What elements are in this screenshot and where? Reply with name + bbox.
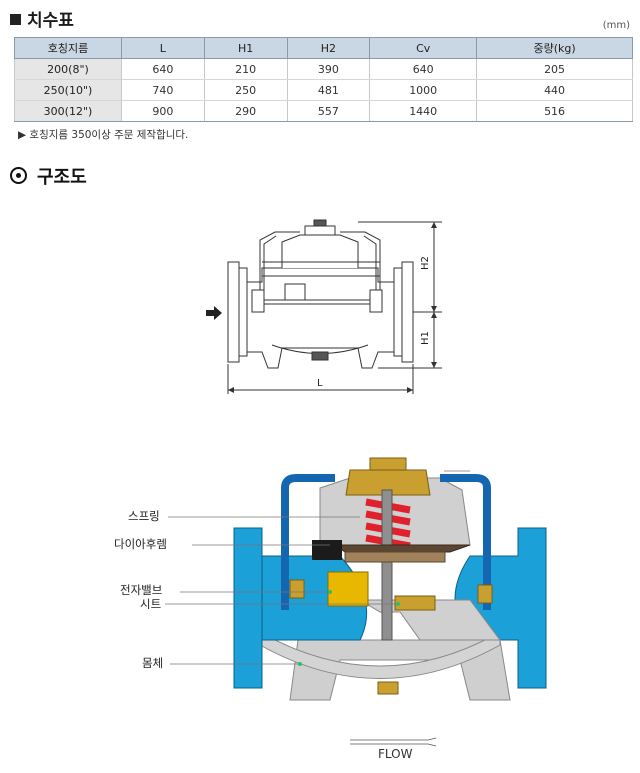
square-bullet-icon xyxy=(10,14,21,25)
table-cell: 1440 xyxy=(369,100,478,122)
table-row: 250(10") 740 250 481 1000 440 xyxy=(14,79,633,101)
table-cell: 640 xyxy=(121,58,205,80)
dimension-title-text: 치수표 xyxy=(27,11,74,31)
solenoid-valve xyxy=(327,571,369,607)
seat xyxy=(394,595,436,611)
table-row: 300(12") 900 290 557 1440 516 xyxy=(14,100,633,122)
col-header: 호칭지름 xyxy=(14,37,122,59)
callout-solenoid: 전자밸브 xyxy=(120,583,162,597)
table-cell: 200(8") xyxy=(14,58,122,80)
table-cell: 390 xyxy=(286,58,371,80)
table-cell: 557 xyxy=(286,100,371,122)
col-header: 중량(kg) xyxy=(476,37,633,59)
h2-label: H2 xyxy=(420,256,431,270)
table-cell: 290 xyxy=(203,100,288,122)
table-cell: 300(12") xyxy=(14,100,122,122)
structure-section-title: 구조도 xyxy=(10,163,87,189)
h1-label: H1 xyxy=(420,331,431,345)
order-note: ▶ 호칭지름 350이상 주문 제작합니다. xyxy=(18,129,189,141)
callout-seat: 시트 xyxy=(140,597,161,611)
circle-bullet-icon xyxy=(10,167,27,184)
unit-label: (mm) xyxy=(602,20,630,31)
col-header: Cv xyxy=(369,37,478,59)
structure-title-text: 구조도 xyxy=(37,167,87,188)
length-label: L xyxy=(317,378,323,389)
dimension-table: 호칭지름 L H1 H2 Cv 중량(kg) 200(8") 640 210 3… xyxy=(14,37,633,122)
col-header: H2 xyxy=(286,37,371,59)
callout-spring: 스프링 xyxy=(128,509,160,523)
table-cell: 1000 xyxy=(369,79,478,101)
flow-label: FLOW xyxy=(378,747,413,761)
table-cell: 250(10") xyxy=(14,79,122,101)
solenoid-coil xyxy=(312,540,342,560)
col-header: H1 xyxy=(203,37,288,59)
table-cell: 440 xyxy=(476,79,633,101)
diaphragm xyxy=(333,544,471,553)
dimension-section-title: 치수표 xyxy=(10,6,74,31)
col-header: L xyxy=(121,37,205,59)
table-cell: 516 xyxy=(476,100,633,122)
flow-arrow-icon xyxy=(206,306,222,320)
table-row: 200(8") 640 210 390 640 205 xyxy=(14,58,633,80)
table-header-row: 호칭지름 L H1 H2 Cv 중량(kg) xyxy=(14,37,633,59)
table-cell: 740 xyxy=(121,79,205,101)
flow-arrow-outline-icon xyxy=(350,737,437,747)
table-cell: 205 xyxy=(476,58,633,80)
table-cell: 481 xyxy=(286,79,371,101)
callout-body: 몸체 xyxy=(142,656,163,670)
callout-diaphragm: 다이아후렘 xyxy=(114,537,167,551)
